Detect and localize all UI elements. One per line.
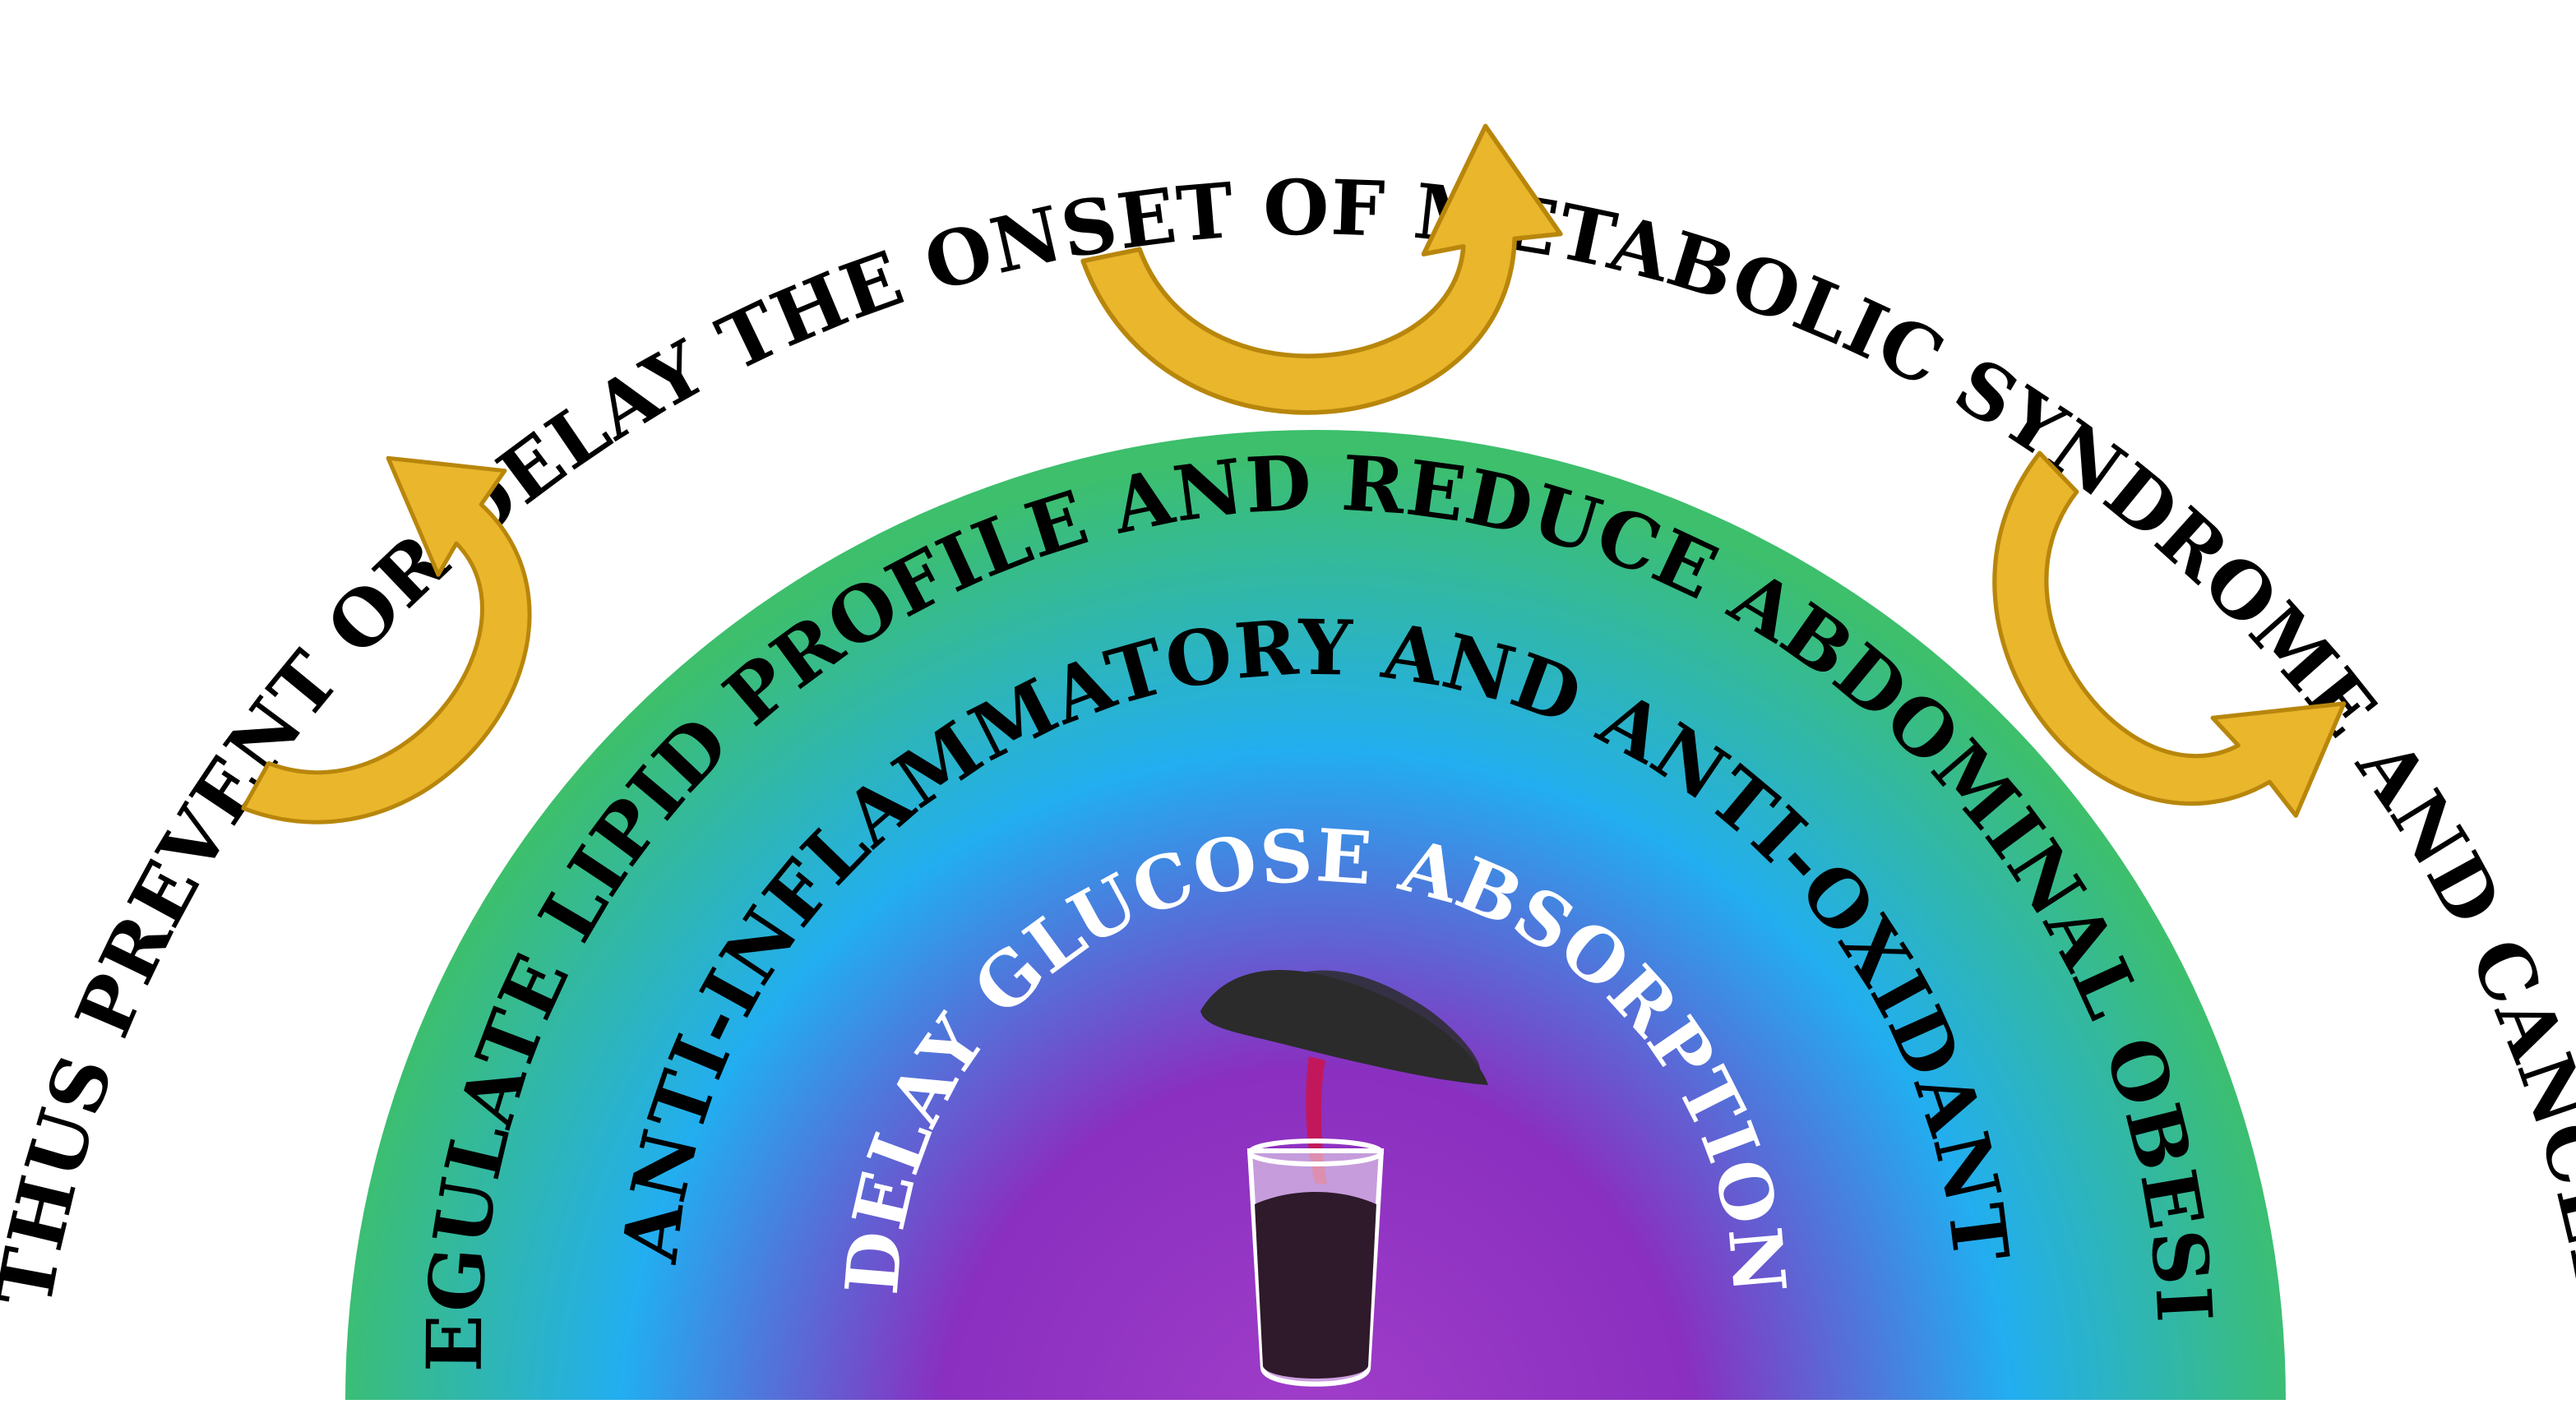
dome — [345, 430, 2286, 1400]
black-carrot-icon — [1200, 970, 1488, 1085]
juice-glass-icon — [1246, 1138, 1385, 1387]
